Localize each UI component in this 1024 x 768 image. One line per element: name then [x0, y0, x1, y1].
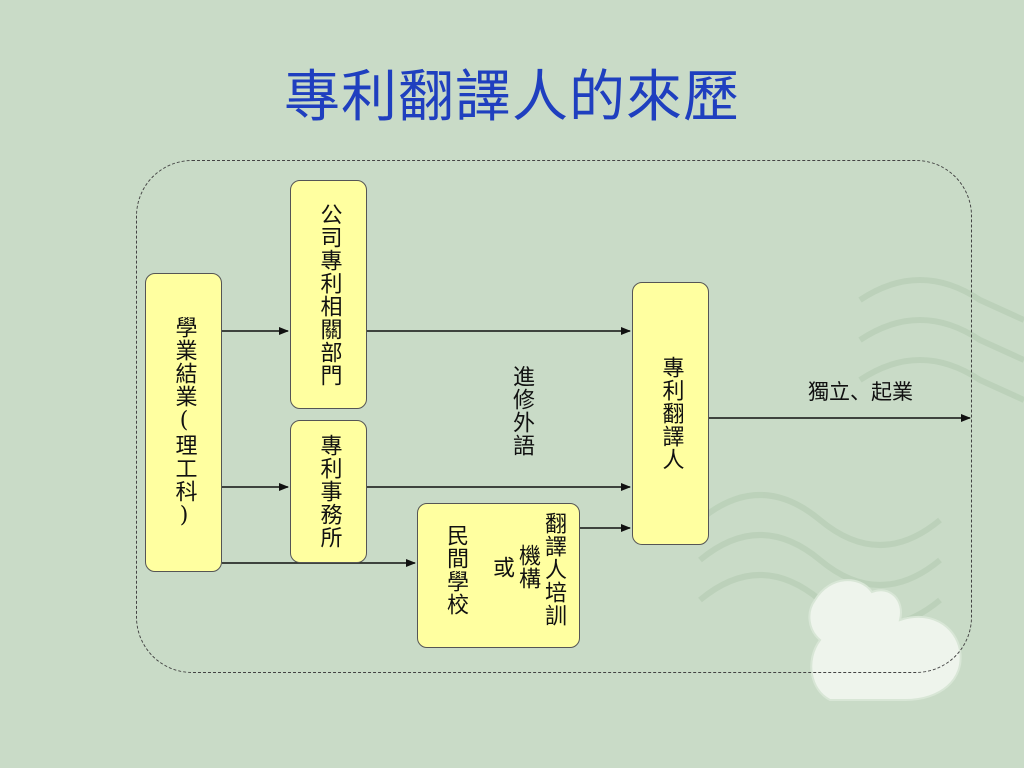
school-label-1: 民間學校: [443, 524, 468, 616]
graduation-label: 學業結業(理工科): [171, 316, 197, 529]
school-label-3: 機構: [515, 544, 540, 590]
patent-office-label: 專利事務所: [316, 434, 342, 549]
patent-office-box: 專利事務所: [290, 420, 367, 563]
school-box: 民間學校 或 機構 翻譯人培訓: [417, 503, 580, 648]
independent-startup-label: 獨立、起業: [808, 380, 913, 404]
school-label-4: 翻譯人培訓: [541, 512, 566, 627]
page-title: 專利翻譯人的來歷: [284, 65, 740, 130]
patent-translator-box: 專利翻譯人: [632, 282, 709, 545]
school-label-2: 或: [489, 556, 514, 579]
company-patent-dept-label: 公司專利相關部門: [316, 202, 342, 387]
diagram-frame: [136, 160, 972, 673]
study-language-label: 進修外語: [509, 365, 534, 457]
company-patent-dept-box: 公司專利相關部門: [290, 180, 367, 409]
graduation-box: 學業結業(理工科): [145, 273, 222, 572]
patent-translator-label: 專利翻譯人: [658, 356, 684, 471]
